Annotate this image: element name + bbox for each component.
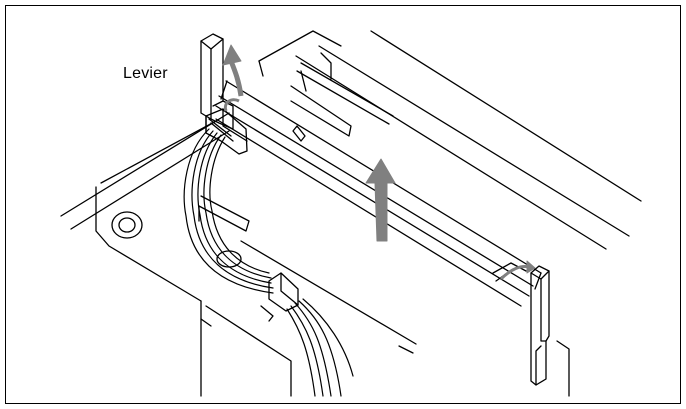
direction-arrows: [222, 44, 536, 281]
cable-connector-bottom: [268, 272, 299, 312]
cable-bundle: [183, 128, 354, 397]
casing-outline: [60, 30, 642, 397]
memory-module-illustration: [60, 30, 642, 397]
slot-rails: [198, 52, 417, 354]
right-lever: [530, 265, 550, 386]
lever-arrow: [228, 60, 244, 97]
right-lever-arrow-head: [526, 260, 536, 274]
lever-motion-arrow: [223, 98, 240, 112]
lift-arrow: [365, 158, 396, 242]
lever-label: Levier: [123, 65, 168, 82]
left-lever: [200, 33, 234, 130]
lever-arrow-head: [222, 44, 242, 66]
right-lever-arrow: [499, 265, 530, 281]
illustration-frame: Levier: [5, 5, 681, 404]
cable-connector-top: [205, 108, 248, 155]
